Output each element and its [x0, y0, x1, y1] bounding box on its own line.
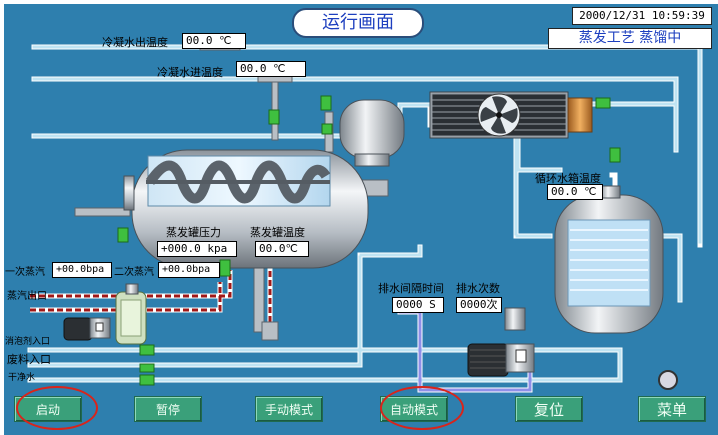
datetime-display: 2000/12/31 10:59:39 — [572, 7, 712, 25]
condenser-out-temp-value: 00.0 ℃ — [182, 33, 246, 49]
start-button[interactable]: 启动 — [14, 396, 82, 422]
secondary-steam-value: +00.0bpa — [158, 262, 220, 278]
circ-tank-temp-value: 00.0 ℃ — [547, 184, 603, 200]
drain-pump — [467, 307, 535, 377]
condensate-tank — [339, 99, 405, 167]
indicator-lamp — [658, 370, 678, 390]
frame-top — [0, 0, 718, 4]
cleaning-agent-inlet-label: 消泡剂入口 — [5, 337, 51, 347]
drain-interval-value: 0000 S — [392, 297, 444, 313]
evaporator-vessel — [123, 149, 369, 269]
clean-water-label: 干净水 — [8, 373, 36, 383]
evaporator-temp-value: 00.0℃ — [255, 241, 309, 257]
steam-outlet-label: 蒸汽出口 — [7, 291, 47, 302]
primary-steam-value: +00.0bpa — [52, 262, 112, 278]
evaporator-temp-label: 蒸发罐温度 — [250, 226, 305, 239]
manual-mode-button[interactable]: 手动模式 — [255, 396, 323, 422]
pause-button[interactable]: 暂停 — [134, 396, 202, 422]
auto-mode-button[interactable]: 自动模式 — [380, 396, 448, 422]
process-status: 蒸发工艺 蒸馏中 — [548, 28, 712, 49]
circ-tank-temp-label: 循环水箱温度 — [535, 172, 601, 185]
reset-button[interactable]: 复位 — [515, 396, 583, 422]
secondary-steam-label: 二次蒸汽 — [114, 267, 154, 278]
drain-count-value: 0000次 — [456, 297, 502, 313]
evaporator-pressure-value: +000.0 kpa — [157, 241, 237, 257]
page-title: 运行画面 — [292, 8, 424, 38]
condenser-out-temp-label: 冷凝水出温度 — [102, 36, 168, 49]
vacuum-pump — [63, 283, 147, 345]
frame-left — [0, 0, 4, 435]
drain-count-label: 排水次数 — [456, 282, 500, 295]
menu-button[interactable]: 菜单 — [638, 396, 706, 422]
valves — [117, 95, 621, 386]
waste-inlet-label: 废料入口 — [7, 353, 51, 366]
condenser — [429, 91, 593, 139]
primary-steam-label: 一次蒸汽 — [5, 267, 45, 278]
evaporator-pressure-label: 蒸发罐压力 — [166, 226, 221, 239]
drain-interval-label: 排水间隔时间 — [378, 282, 444, 295]
circulation-tank — [554, 185, 664, 334]
condenser-in-temp-value: 00.0 ℃ — [236, 61, 306, 77]
condenser-in-temp-label: 冷凝水进温度 — [157, 66, 223, 79]
